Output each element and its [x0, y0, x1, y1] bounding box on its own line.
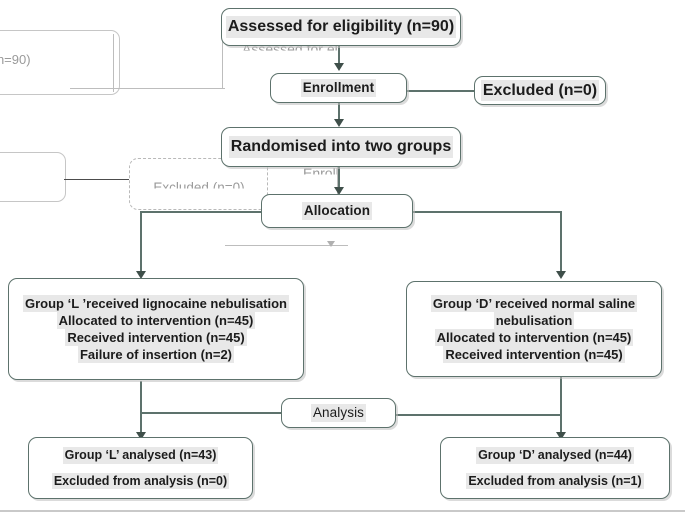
enrollment-label: Enrollment	[300, 79, 377, 97]
connector-allocation-left	[140, 211, 262, 213]
node-assessed-for-eligibility[interactable]: Assessed for eligibility (n=90)	[221, 8, 461, 46]
connector-groupd-analysed	[560, 377, 562, 436]
connector-enrollment-excluded	[405, 90, 475, 92]
group-d-line-4: Received intervention (n=45)	[443, 346, 625, 364]
connector-allocation-left-down	[140, 211, 142, 275]
arrow-allocation-group-l	[136, 271, 146, 279]
ghost-hline-left-upper	[70, 88, 225, 89]
arrow-randomised-allocation	[334, 187, 344, 195]
group-d-line-1: Group ‘D’ received normal saline	[430, 294, 638, 312]
node-group-d[interactable]: Group ‘D’ received normal saline nebulis…	[406, 281, 662, 377]
excluded-top-label: Excluded (n=0)	[480, 79, 600, 102]
ghost-hline-alloc2	[340, 245, 348, 246]
arrow-groupd-analysed	[556, 432, 566, 440]
node-analysed-group-l[interactable]: Group ‘L’ analysed (n=43) Excluded from …	[28, 437, 253, 499]
group-l-line-1: Group ‘L ’received lignocaine nebulisati…	[23, 294, 289, 312]
ghost-eligibility-box	[0, 30, 120, 95]
node-analysed-group-d[interactable]: Group ‘D’ analysed (n=44) Excluded from …	[440, 437, 670, 499]
group-l-line-4: Failure of insertion (n=2)	[77, 346, 235, 364]
connector-groupl-analysed	[140, 381, 142, 436]
ghost-enrollment-box	[0, 152, 66, 202]
randomised-label: Randomised into two groups	[228, 136, 454, 158]
connector-allocation-right	[413, 211, 561, 213]
node-group-l[interactable]: Group ‘L ’received lignocaine nebulisati…	[8, 278, 304, 380]
connector-analysis-right	[396, 414, 562, 416]
arrow-assessed-enrollment	[334, 63, 344, 71]
node-enrollment[interactable]: Enrollment	[270, 73, 407, 103]
group-d-line-3: Allocated to intervention (n=45)	[434, 329, 634, 347]
ghost-vline-eligibility	[113, 34, 114, 92]
group-d-line-2: nebulisation	[493, 311, 575, 329]
node-analysis[interactable]: Analysis	[281, 398, 396, 428]
analysed-l-line-2: Excluded from analysis (n=0)	[51, 472, 230, 489]
ghost-eligibility-text: igibility (n=90)	[0, 51, 31, 67]
assessed-line-1: Assessed for eligibility (n=90)	[225, 16, 457, 38]
ghost-arrow-alloc	[327, 241, 335, 247]
analysed-d-line-2: Excluded from analysis (n=1)	[466, 472, 644, 489]
analysis-label: Analysis	[310, 404, 367, 422]
node-excluded-top[interactable]: Excluded (n=0)	[474, 76, 606, 105]
ghost-enroll-text: Enroll	[303, 165, 339, 181]
arrow-enrollment-randomised	[334, 119, 344, 127]
analysed-d-line-1: Group ‘D’ analysed (n=44)	[476, 447, 634, 464]
ghost-vline-left-upper	[222, 38, 223, 88]
arrow-groupl-analysed	[136, 432, 146, 440]
ghost-vline-mid	[337, 150, 338, 212]
connector-analysis-left	[140, 412, 282, 414]
group-l-line-3: Received intervention (n=45)	[65, 329, 247, 347]
allocation-label: Allocation	[301, 202, 373, 220]
node-randomised[interactable]: Randomised into two groups	[221, 127, 461, 167]
ghost-excluded-text: Excluded (n=0)	[153, 179, 245, 195]
connector-assessed-enrollment	[338, 45, 340, 67]
node-allocation[interactable]: Allocation	[261, 194, 413, 228]
connector-enrollment-randomised	[338, 103, 340, 125]
ghost-enrollment-text: nent	[0, 168, 60, 194]
connector-randomised-allocation	[338, 167, 340, 191]
arrow-allocation-group-d	[556, 271, 566, 279]
ghost-hline-alloc	[225, 245, 340, 246]
group-l-line-2: Allocated to intervention (n=45)	[56, 311, 256, 329]
ghost-hline-enroll	[64, 179, 139, 181]
analysed-l-line-1: Group ‘L’ analysed (n=43)	[62, 447, 219, 464]
connector-allocation-right-down	[560, 211, 562, 275]
